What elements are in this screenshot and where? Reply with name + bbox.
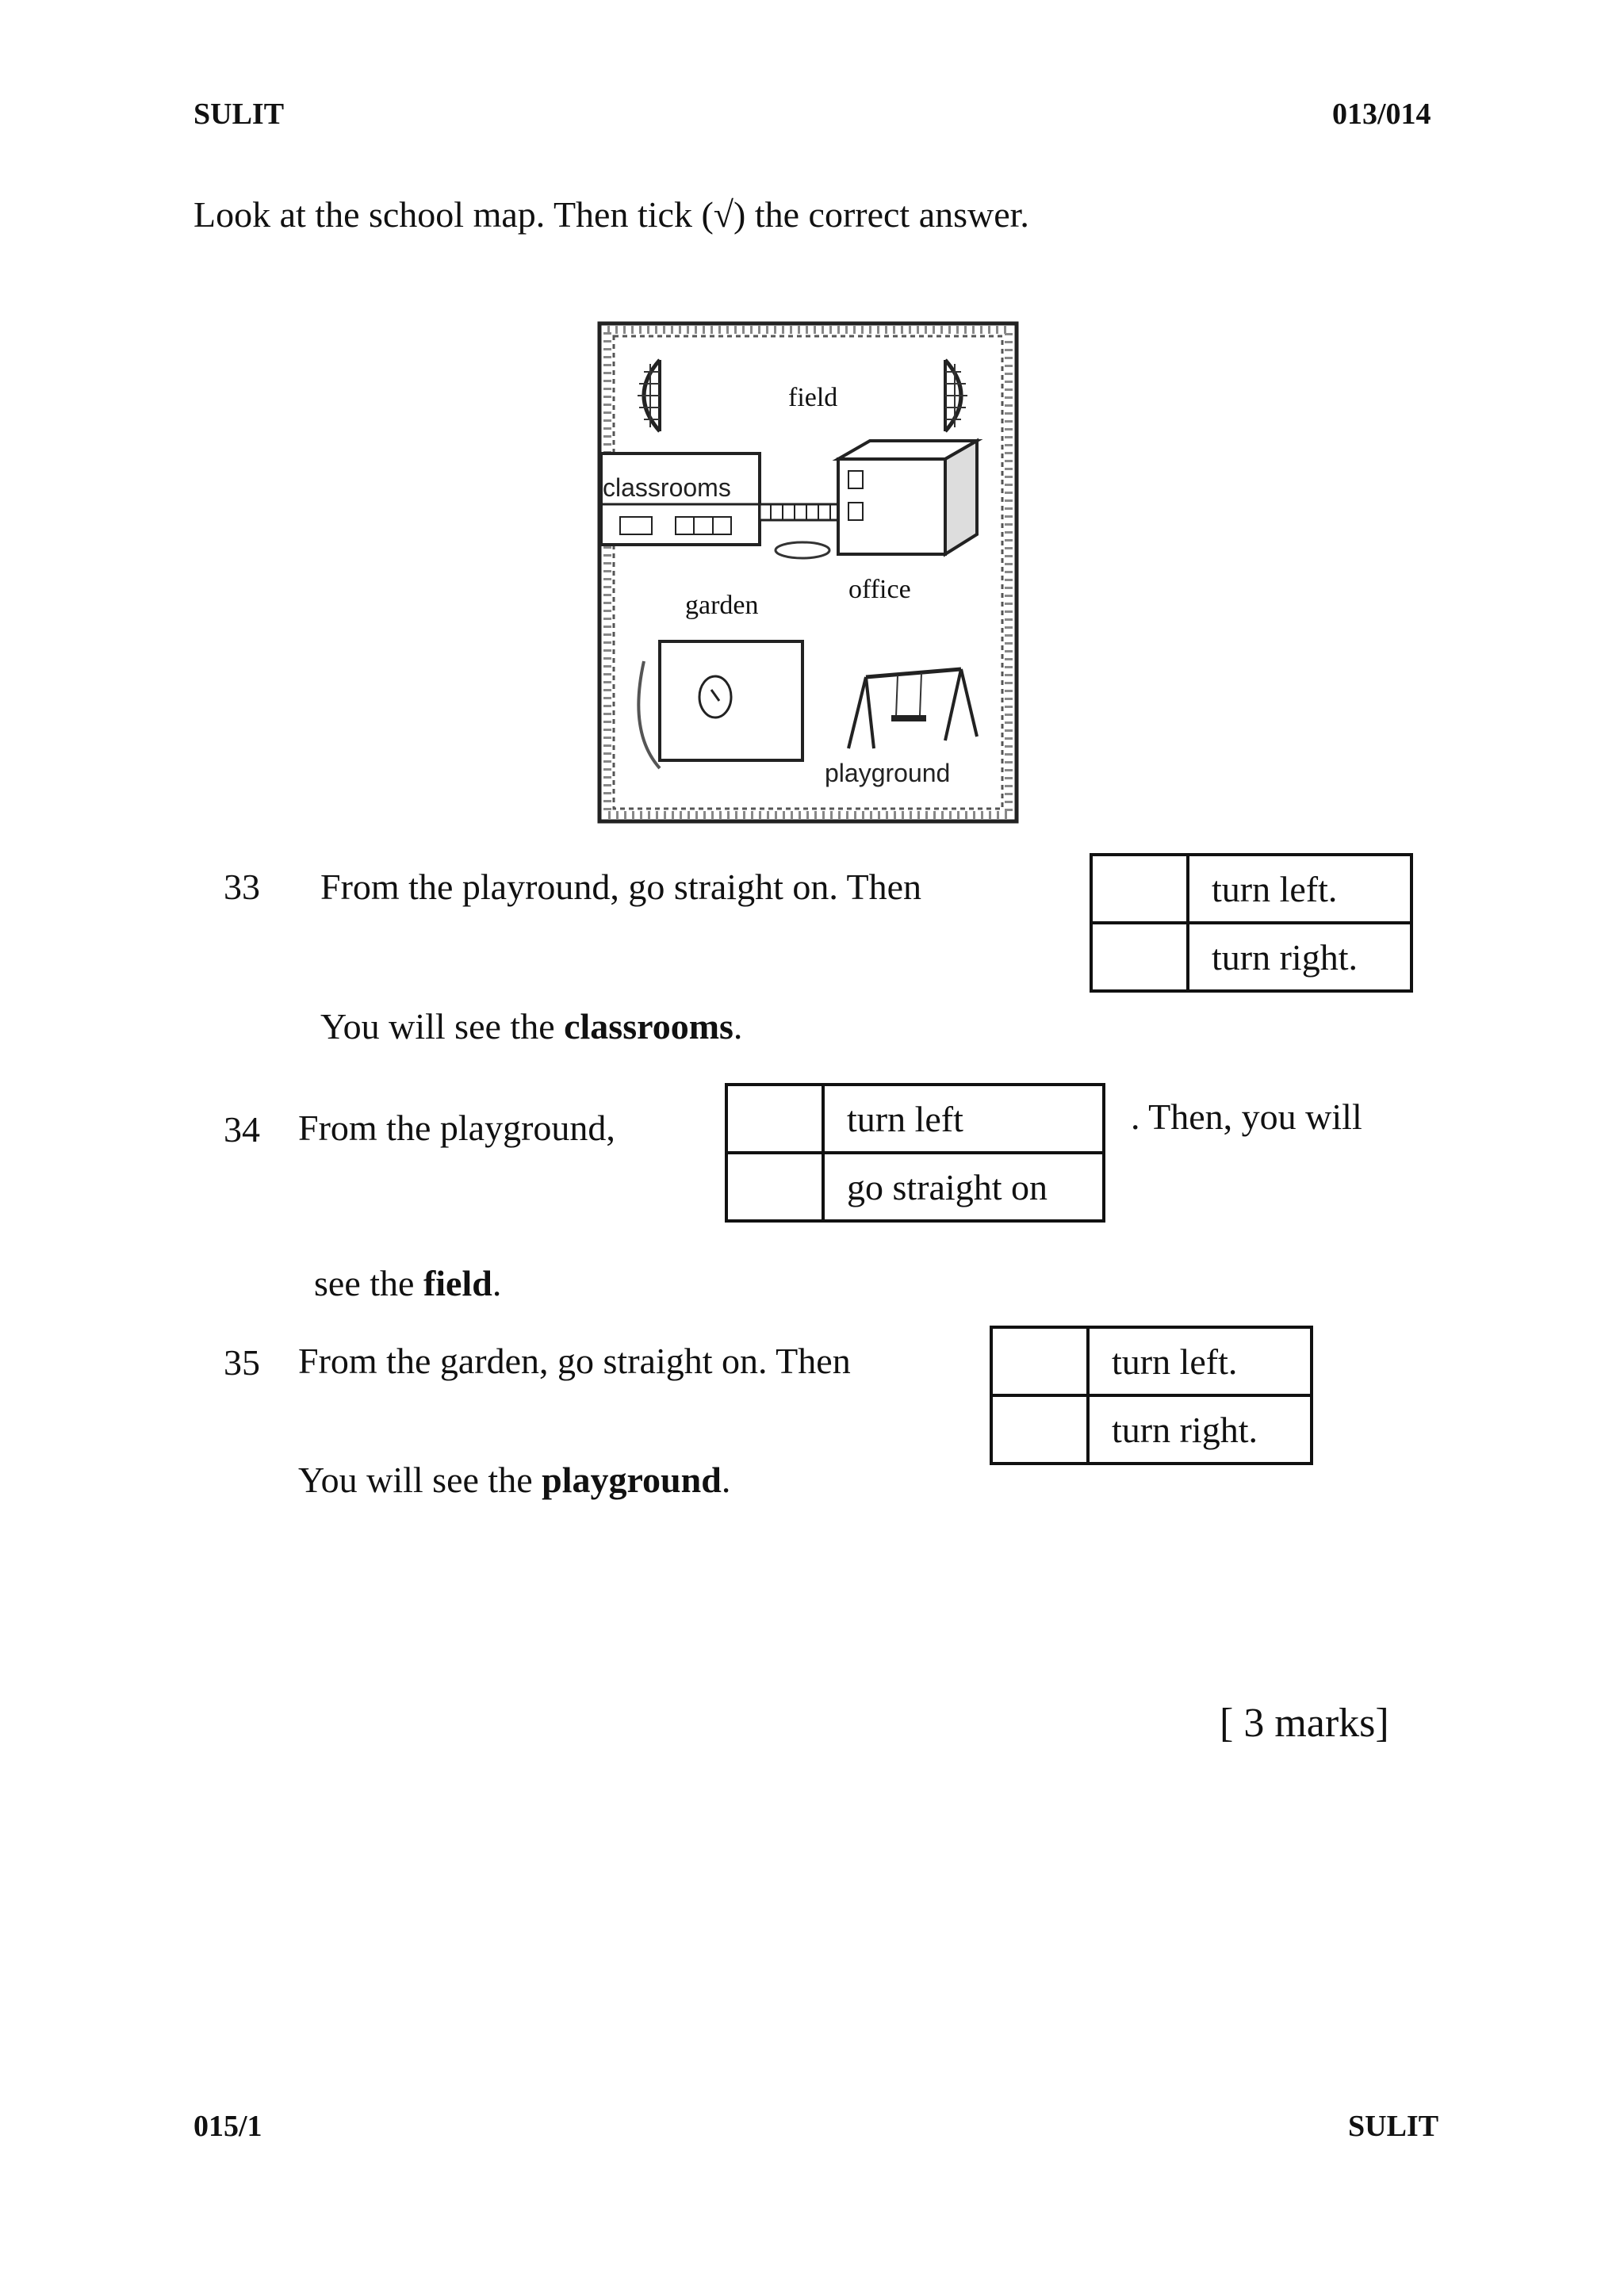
q33-options: turn left. turn right. [1090, 853, 1413, 993]
q34-option-1: turn left [822, 1083, 1105, 1154]
q34-tick-box-2[interactable] [725, 1151, 825, 1223]
q35-tick-box-2[interactable] [990, 1394, 1090, 1465]
garden-plot-icon [637, 640, 804, 770]
marks-label: [ 3 marks] [1220, 1701, 1389, 1746]
office-building-icon [832, 438, 983, 557]
q34-follow: see the field. [314, 1262, 501, 1304]
q33-follow: You will see the classrooms. [320, 1005, 742, 1047]
q35-option-2: turn right. [1086, 1394, 1313, 1465]
q34-option-row[interactable]: turn left [725, 1083, 1105, 1154]
q35-number: 35 [224, 1342, 260, 1383]
q34-option-row[interactable]: go straight on [725, 1151, 1105, 1223]
q35-option-row[interactable]: turn left. [990, 1326, 1313, 1397]
footer-left: 015/1 [193, 2110, 262, 2143]
q35-answer-place: playground [542, 1460, 722, 1500]
map-label-classrooms: classrooms [603, 473, 731, 502]
q33-answer-place: classrooms [564, 1006, 733, 1047]
q33-option-row[interactable]: turn right. [1090, 921, 1413, 993]
goal-left-icon [638, 358, 661, 433]
q33-option-2: turn right. [1186, 921, 1413, 993]
q33-option-row[interactable]: turn left. [1090, 853, 1413, 924]
q35-option-1: turn left. [1086, 1326, 1313, 1397]
goal-right-icon [944, 358, 967, 433]
q34-follow-text: see the [314, 1263, 423, 1303]
school-map: classrooms field garden office playgroun… [596, 320, 1020, 825]
q35-options: turn left. turn right. [990, 1326, 1313, 1465]
q34-after-options: . Then, you will [1131, 1096, 1362, 1137]
map-label-office: office [848, 575, 911, 604]
q33-number: 33 [224, 867, 260, 907]
q34-text: From the playground, [298, 1108, 615, 1148]
instruction: Look at the school map. Then tick (√) th… [193, 194, 1029, 235]
q34-option-2: go straight on [822, 1151, 1105, 1223]
q35-option-row[interactable]: turn right. [990, 1394, 1313, 1465]
q33-follow-end: . [733, 1006, 743, 1047]
q34-answer-place: field [423, 1263, 492, 1303]
q34-options: turn left go straight on [725, 1083, 1105, 1223]
q34-tick-box-1[interactable] [725, 1083, 825, 1154]
q35-follow-end: . [721, 1460, 731, 1500]
q33-option-1: turn left. [1186, 853, 1413, 924]
q35-text: From the garden, go straight on. Then [298, 1341, 851, 1381]
q35-follow-text: You will see the [298, 1460, 542, 1500]
q33-text: From the playround, go straight on. Then [320, 867, 922, 907]
header-left: SULIT [193, 98, 285, 131]
q33-tick-box-2[interactable] [1090, 921, 1189, 993]
q33-tick-box-1[interactable] [1090, 853, 1189, 924]
q35-follow: You will see the playground. [298, 1459, 730, 1501]
q34-follow-end: . [492, 1263, 502, 1303]
header-right: 013/014 [1332, 98, 1431, 131]
footer-right: SULIT [1348, 2110, 1439, 2143]
swing-icon [847, 667, 979, 749]
q33-follow-text: You will see the [320, 1006, 565, 1047]
classrooms-building-icon [599, 452, 761, 546]
q35-tick-box-1[interactable] [990, 1326, 1090, 1397]
map-label-garden: garden [685, 591, 759, 620]
q34-number: 34 [224, 1109, 260, 1150]
map-label-playground: playground [825, 759, 950, 787]
map-label-field: field [788, 383, 837, 412]
